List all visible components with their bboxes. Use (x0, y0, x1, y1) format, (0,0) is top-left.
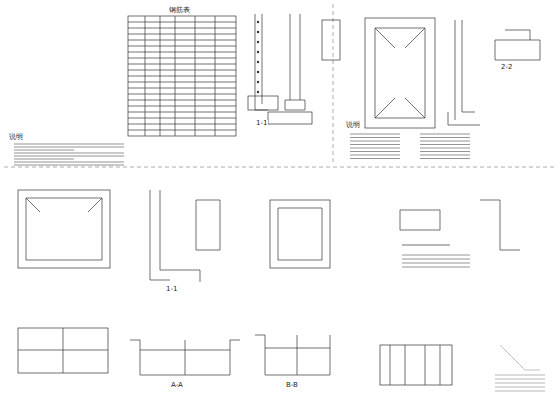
drawing-stroke (128, 76, 236, 77)
notes-heading: 说明 (345, 122, 361, 129)
drawing-stroke (402, 267, 470, 268)
drawing-stroke (14, 165, 124, 166)
drawing-stroke (350, 141, 400, 142)
drawing-stroke (420, 141, 470, 142)
drawing-stroke (350, 144, 400, 145)
rebar-dot (257, 71, 259, 73)
drawing-stroke (402, 263, 470, 264)
drawing-stroke (145, 16, 146, 136)
section-label: 1-1 (165, 286, 178, 293)
drawing-stroke (128, 118, 236, 119)
drawing-stroke (350, 155, 400, 156)
drawing-stroke (128, 22, 236, 23)
table-title: 钢筋表 (168, 7, 191, 14)
drawing-stroke (14, 147, 124, 148)
drawing-stroke (175, 16, 176, 136)
drawing-stroke (128, 112, 236, 113)
notes-heading: 说明 (8, 134, 24, 141)
drawing-stroke (420, 155, 470, 156)
section-label: 1-1 (255, 120, 268, 127)
section-label: A-A (170, 382, 184, 389)
drawing-stroke (160, 16, 161, 136)
drawing-stroke (128, 124, 236, 125)
rebar-dot (257, 41, 259, 43)
drawing-stroke (495, 379, 545, 380)
drawing-stroke (402, 255, 470, 256)
drawing-stroke (128, 82, 236, 83)
drawing-stroke (128, 46, 236, 47)
rebar-dot (257, 61, 259, 63)
drawing-stroke (128, 100, 236, 101)
drawing-stroke (215, 16, 216, 136)
drawing-stroke (128, 70, 236, 71)
drawing-stroke (420, 144, 470, 145)
drawing-stroke (128, 130, 236, 131)
drawing-stroke (14, 153, 124, 154)
drawing-stroke (350, 151, 400, 152)
drawing-stroke (350, 158, 400, 159)
drawing-stroke (128, 88, 236, 89)
rebar-dot (257, 91, 259, 93)
drawing-stroke (14, 144, 124, 145)
rebar-dot (257, 81, 259, 83)
drawing-stroke (128, 34, 236, 35)
drawing-stroke (420, 148, 470, 149)
rebar-dot (257, 31, 259, 33)
rebar-dot (257, 51, 259, 53)
drawing-stroke (128, 64, 236, 65)
drawing-stroke (14, 156, 124, 157)
section-label: B-B (285, 382, 299, 389)
drawing-stroke (14, 150, 74, 151)
drawing-stroke (495, 383, 545, 384)
drawing-stroke (128, 28, 236, 29)
drawing-stroke (420, 137, 470, 138)
drawing-stroke (420, 158, 470, 159)
drawing-stroke (350, 148, 400, 149)
drawing-stroke (128, 106, 236, 107)
drawing-stroke (195, 16, 196, 136)
drawing-stroke (350, 134, 400, 135)
drawing-stroke (128, 58, 236, 59)
section-label: 2-2 (500, 64, 513, 71)
drawing-stroke (495, 375, 545, 376)
drawing-stroke (420, 134, 470, 135)
drawing-stroke (128, 40, 236, 41)
drawing-stroke (350, 137, 400, 138)
drawing-stroke (128, 52, 236, 53)
drawing-stroke (14, 159, 74, 160)
drawing-stroke (495, 387, 545, 388)
drawing-stroke (402, 259, 470, 260)
drawing-stroke (420, 151, 470, 152)
drawing-stroke (14, 162, 124, 163)
drawing-stroke (495, 391, 545, 392)
drawing-stroke (128, 94, 236, 95)
rebar-dot (257, 21, 259, 23)
